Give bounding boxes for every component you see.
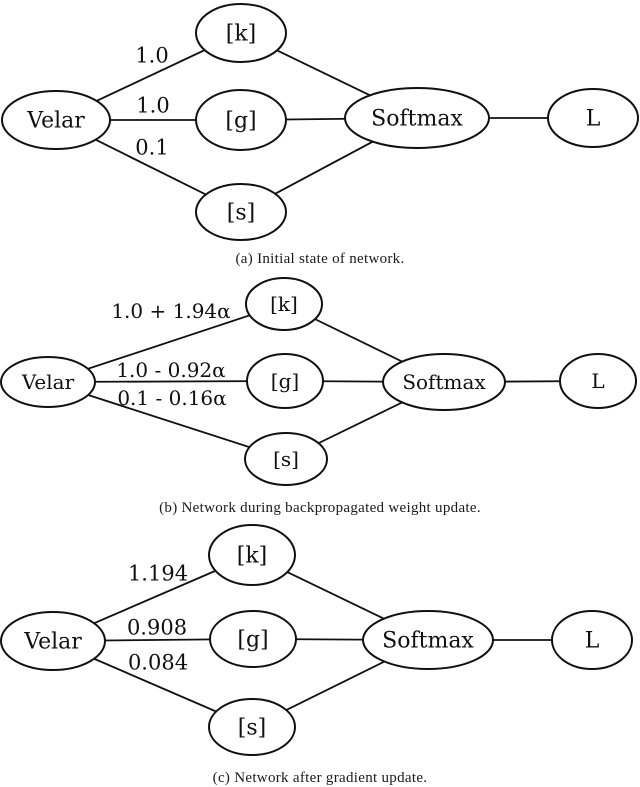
- node-s-label: [s]: [273, 447, 299, 471]
- node-g-label: [g]: [237, 628, 268, 653]
- weight-label-k: 1.194: [128, 561, 188, 585]
- node-loss-label: L: [591, 369, 604, 393]
- weight-label-g: 0.908: [127, 615, 187, 639]
- node-softmax-ellipse: [382, 353, 506, 411]
- node-k-ellipse: [245, 277, 323, 331]
- node-velar-label: Velar: [21, 370, 75, 394]
- weight-label-k: 1.0 + 1.94α: [111, 299, 230, 323]
- weight-label-s: 0.1: [135, 135, 168, 159]
- node-g-ellipse: [195, 89, 287, 151]
- weight-label-k: 1.0: [135, 43, 168, 67]
- node-k-ellipse: [208, 524, 296, 586]
- node-s-label: [s]: [227, 201, 255, 226]
- diagram-backprop-update: Velar [k] [g] [s] Softmax L 1.0 + 1.94α …: [0, 277, 637, 516]
- node-loss-label: L: [586, 107, 601, 132]
- node-velar-ellipse: [0, 356, 96, 408]
- node-softmax-label: Softmax: [402, 370, 486, 394]
- node-loss-ellipse: [551, 610, 633, 670]
- node-g-ellipse: [246, 353, 324, 409]
- node-loss-label: L: [585, 629, 600, 654]
- node-velar-ellipse: [1, 90, 111, 150]
- node-loss-ellipse: [547, 88, 639, 148]
- node-softmax-ellipse: [362, 610, 494, 670]
- diagram-after-gradient-update: Velar [k] [g] [s] Softmax L 1.194 0.908 …: [0, 524, 633, 786]
- node-velar-label: Velar: [26, 109, 85, 134]
- node-g-ellipse: [209, 610, 297, 668]
- node-k-label: [k]: [270, 292, 298, 316]
- node-softmax-label: Softmax: [382, 629, 474, 654]
- diagram-initial-state: Velar [k] [g] [s] Softmax L 1.0 1.0 0.1 …: [1, 3, 639, 267]
- node-loss-ellipse: [559, 353, 637, 409]
- node-k-label: [k]: [237, 544, 268, 569]
- node-velar-label: Velar: [23, 630, 82, 655]
- node-g-label: [g]: [225, 109, 256, 134]
- weight-label-g: 1.0: [136, 93, 169, 117]
- node-k-label: [k]: [226, 22, 257, 47]
- node-s-ellipse: [195, 183, 287, 241]
- node-softmax-label: Softmax: [371, 107, 463, 132]
- weight-label-g: 1.0 - 0.92α: [116, 358, 225, 382]
- weight-label-s: 0.084: [128, 650, 188, 674]
- node-velar-ellipse: [0, 611, 106, 671]
- node-s-ellipse: [208, 698, 296, 756]
- node-g-label: [g]: [271, 369, 299, 393]
- weight-label-s: 0.1 - 0.16α: [117, 386, 226, 410]
- caption-c: (c) Network after gradient update.: [213, 770, 428, 786]
- node-s-label: [s]: [238, 716, 266, 741]
- node-s-ellipse: [244, 432, 328, 486]
- caption-b: (b) Network during backpropagated weight…: [159, 500, 481, 516]
- caption-a: (a) Initial state of network.: [235, 251, 404, 267]
- node-k-ellipse: [195, 3, 287, 63]
- node-softmax-ellipse: [344, 87, 490, 149]
